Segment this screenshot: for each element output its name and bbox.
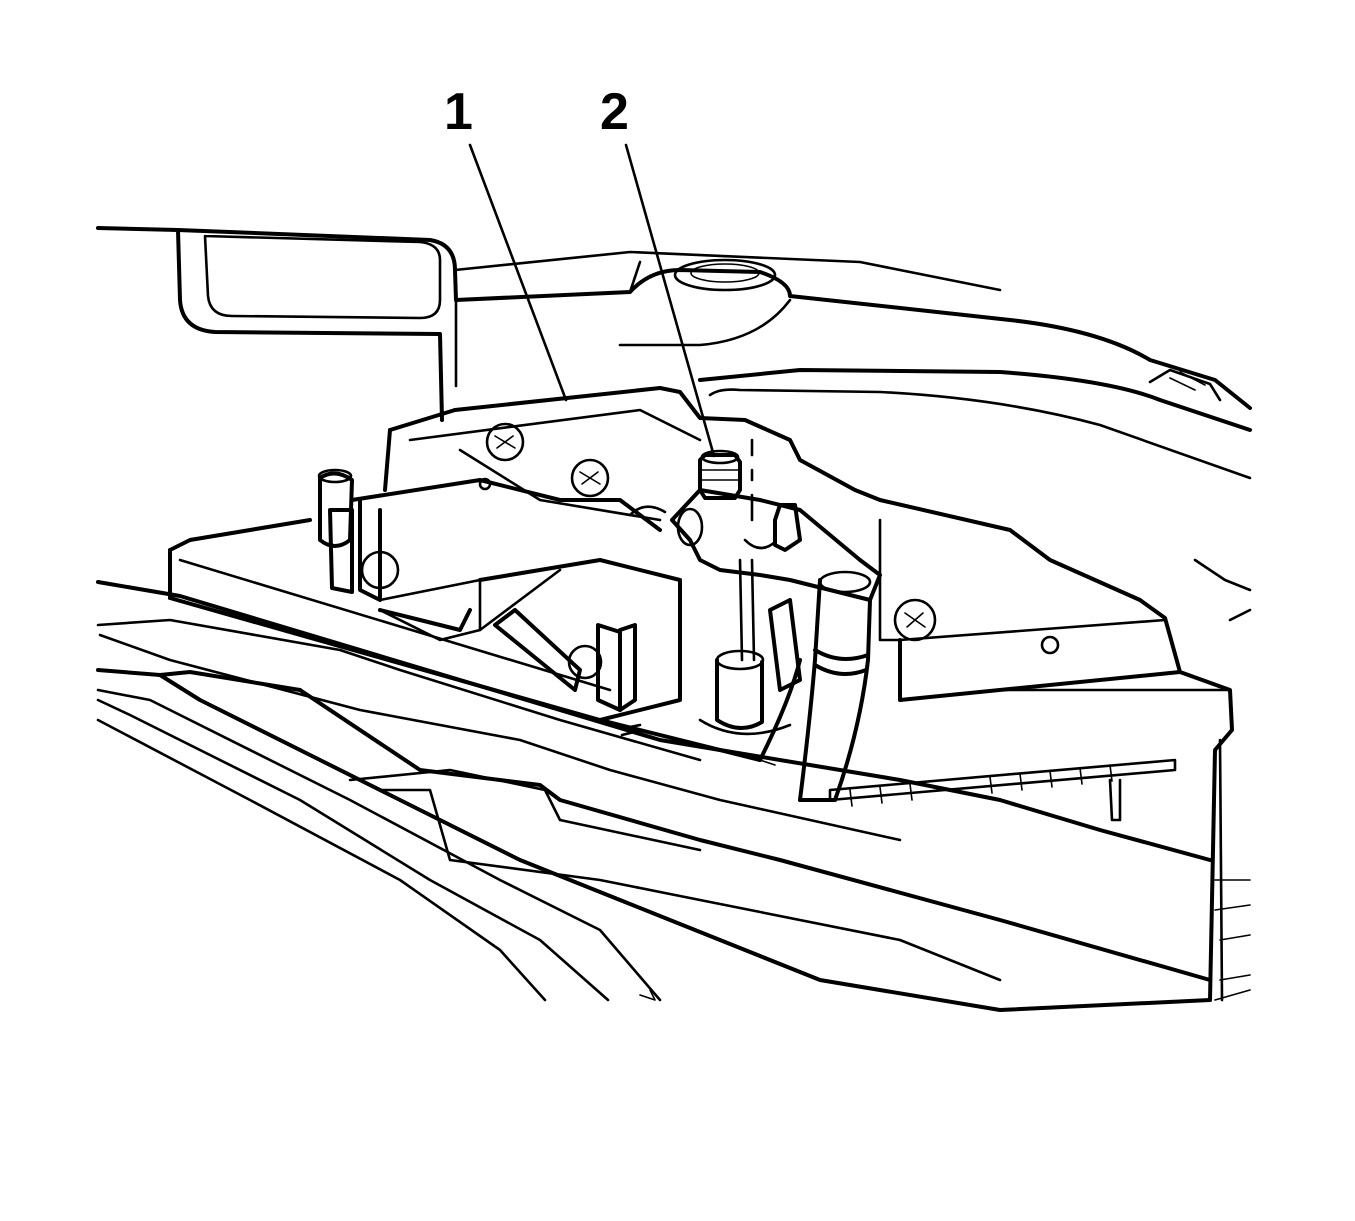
callout-label-1: 1 [444, 83, 473, 141]
negative-terminal-bolt [670, 438, 882, 802]
foreground-cowl-panel [96, 580, 1212, 1012]
upper-body-panel [96, 226, 1252, 480]
leader-line-2 [624, 143, 716, 458]
callout-leaders [468, 143, 716, 458]
callout-label-2: 2 [600, 83, 629, 141]
leader-line-1 [468, 143, 568, 402]
